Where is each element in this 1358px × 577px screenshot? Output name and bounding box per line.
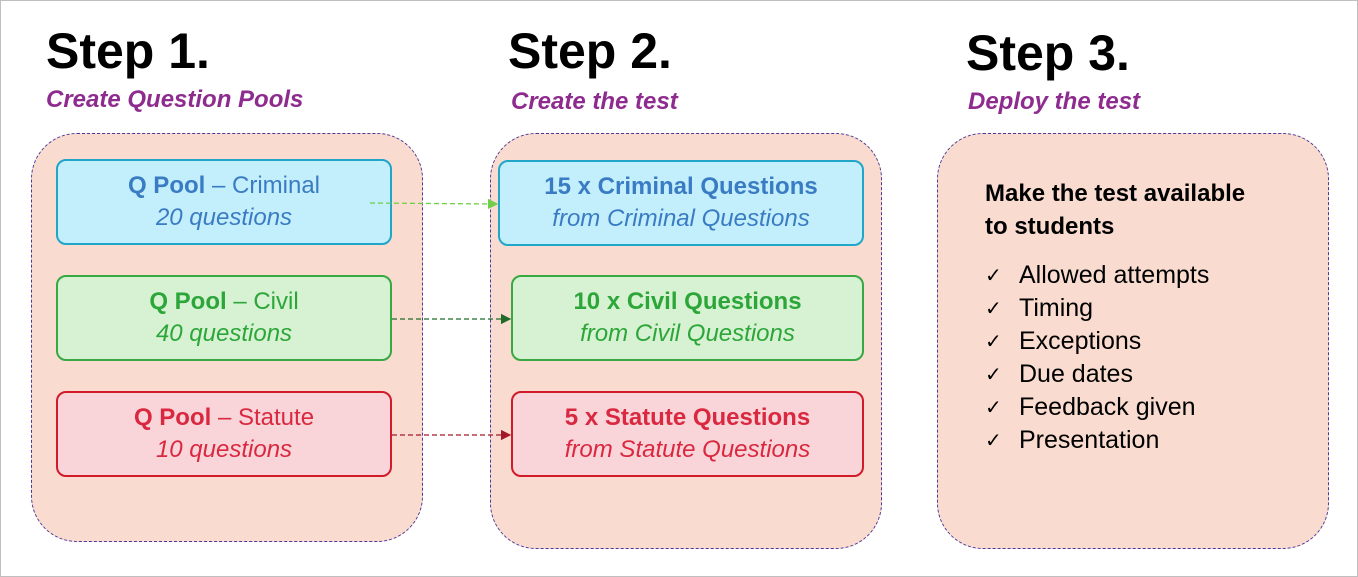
- checklist-item-label: Feedback given: [1019, 393, 1196, 421]
- deploy-checklist: ✓ Allowed attempts ✓ Timing ✓ Exceptions ✓ D…: [985, 259, 1209, 457]
- pool-civil-count: 40 questions: [155, 320, 293, 347]
- test-criminal-title: 15 x Criminal Questions: [544, 173, 818, 200]
- checklist-item-label: Presentation: [1019, 426, 1160, 454]
- step-3-subtitle: Deploy the test: [968, 88, 1141, 115]
- pool-criminal-name: – Criminal: [205, 172, 321, 199]
- pool-statute-label: Q Pool: [133, 404, 212, 431]
- pool-statute-box: Q Pool – Statute 10 questions: [56, 391, 392, 477]
- check-icon: ✓: [985, 329, 1002, 353]
- pool-statute-count: 10 questions: [155, 436, 293, 463]
- checklist-item-label: Exceptions: [1019, 327, 1142, 355]
- test-civil-source: from Civil Questions: [580, 320, 795, 347]
- arrow-criminal: [369, 198, 499, 210]
- pool-criminal-count: 20 questions: [155, 204, 293, 231]
- pool-civil-name: – Civil: [226, 288, 299, 315]
- checklist-item-label: Allowed attempts: [1019, 261, 1210, 289]
- deploy-test-panel: [937, 133, 1329, 549]
- check-icon: ✓: [985, 263, 1002, 287]
- test-criminal-source: from Criminal Questions: [552, 205, 810, 232]
- test-statute-box: 5 x Statute Questions from Statute Quest…: [511, 391, 864, 477]
- deploy-heading-line-2: to students: [985, 213, 1115, 240]
- pool-criminal-label: Q Pool: [127, 172, 206, 199]
- test-civil-box: 10 x Civil Questions from Civil Question…: [511, 275, 864, 361]
- test-statute-source: from Statute Questions: [564, 436, 811, 463]
- checklist-item: ✓ Exceptions: [985, 325, 1209, 358]
- checklist-item: ✓ Timing: [985, 292, 1209, 325]
- deploy-heading: Make the test available to students: [985, 177, 1245, 243]
- check-icon: ✓: [985, 428, 1002, 452]
- checklist-item-label: Timing: [1019, 294, 1094, 322]
- step-1-subtitle: Create Question Pools: [46, 86, 304, 113]
- deploy-heading-line-1: Make the test available: [985, 180, 1246, 207]
- checklist-item: ✓ Presentation: [985, 424, 1209, 457]
- test-civil-title: 10 x Civil Questions: [573, 288, 802, 315]
- step-2-title: Step 2.: [508, 23, 672, 79]
- checklist-item-label: Due dates: [1019, 360, 1133, 388]
- step-3-title: Step 3.: [966, 25, 1130, 81]
- check-icon: ✓: [985, 362, 1002, 386]
- pool-civil-label: Q Pool: [149, 288, 227, 315]
- test-criminal-box: 15 x Criminal Questions from Criminal Qu…: [498, 160, 864, 246]
- check-icon: ✓: [985, 296, 1002, 320]
- pool-statute-name: – Statute: [211, 404, 315, 431]
- checklist-item: ✓ Due dates: [985, 358, 1209, 391]
- pool-criminal-box: Q Pool – Criminal 20 questions: [56, 159, 392, 245]
- test-statute-title: 5 x Statute Questions: [564, 404, 811, 431]
- step-2-subtitle: Create the test: [511, 88, 678, 115]
- checklist-item: ✓ Allowed attempts: [985, 259, 1209, 292]
- step-1-title: Step 1.: [46, 23, 210, 79]
- checklist-item: ✓ Feedback given: [985, 391, 1209, 424]
- check-icon: ✓: [985, 395, 1002, 419]
- pool-civil-box: Q Pool – Civil 40 questions: [56, 275, 392, 361]
